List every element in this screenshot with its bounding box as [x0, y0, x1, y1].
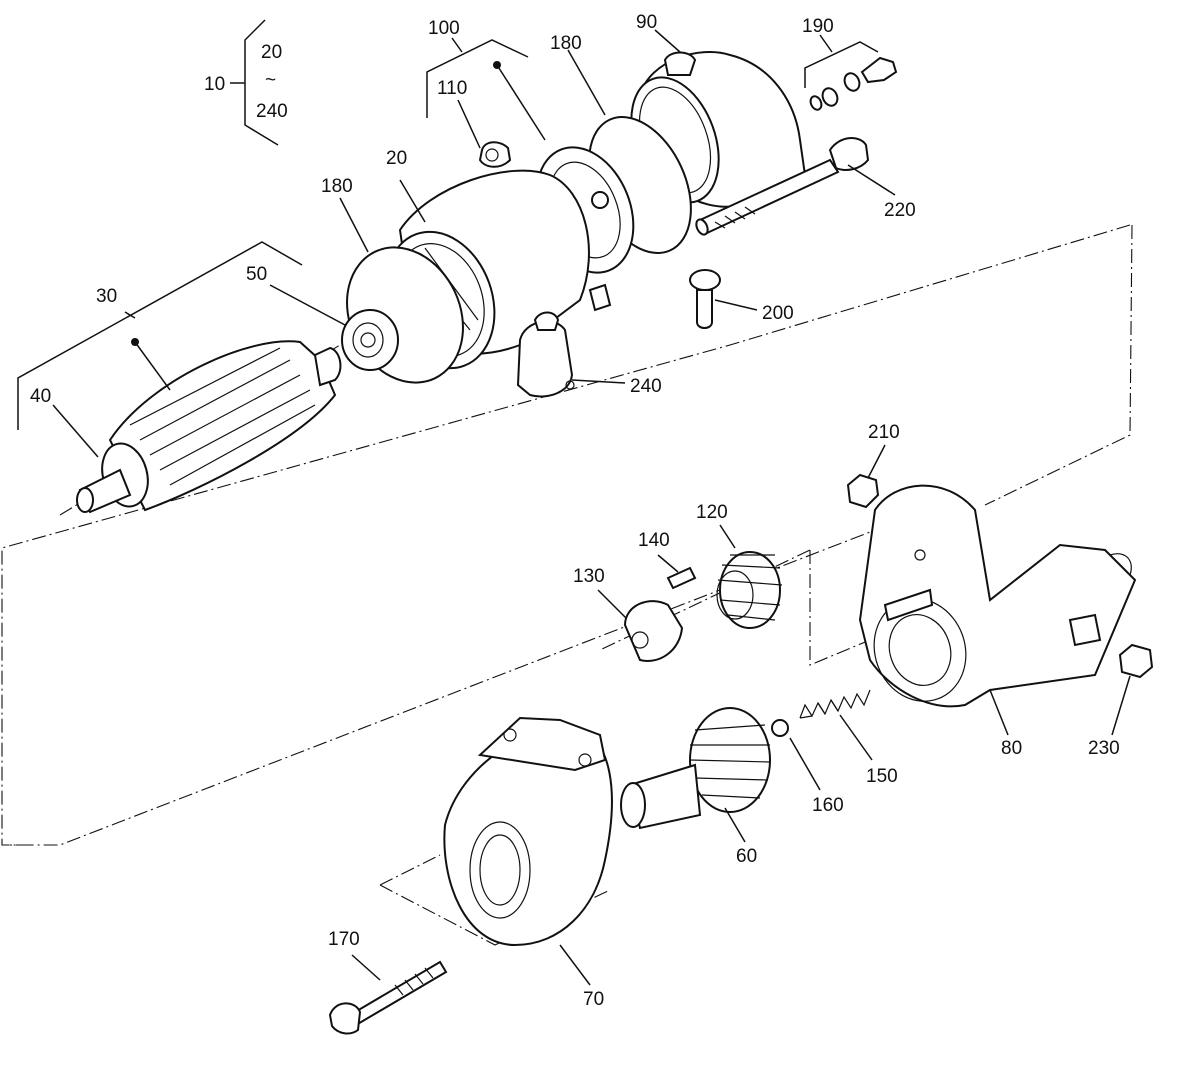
leader-lines	[52, 29, 1131, 986]
label-110: 110	[437, 78, 467, 99]
retainer-part-130	[623, 600, 684, 662]
label-180-left: 180	[321, 176, 353, 197]
bracket-30	[17, 241, 303, 430]
label-150: 150	[866, 766, 898, 787]
bolt-part-170	[328, 960, 448, 1035]
pin-part-140	[666, 566, 697, 590]
assembly-bracket-10	[230, 19, 279, 146]
label-70: 70	[583, 989, 604, 1010]
drive-housing-part-70	[443, 716, 613, 947]
label-100: 100	[428, 18, 460, 39]
label-160: 160	[812, 795, 844, 816]
nut-part-230	[1118, 643, 1154, 679]
range-tilde: ~	[265, 70, 276, 91]
bracket-190	[804, 41, 879, 88]
label-40: 40	[30, 386, 51, 407]
label-60: 60	[736, 846, 757, 867]
housing-part-80	[858, 484, 1137, 708]
bearing-part-50	[341, 309, 399, 371]
label-30: 30	[96, 286, 117, 307]
nut-part-210	[846, 473, 880, 509]
part-labels: 20 ~ 240 10 100 180 90 190 110 20 180 22…	[30, 12, 1120, 1010]
label-230: 230	[1088, 738, 1120, 759]
label-50: 50	[246, 264, 267, 285]
label-130: 130	[573, 566, 605, 587]
brush-part-110	[478, 141, 512, 168]
armature-part-30	[76, 340, 342, 514]
label-20: 20	[386, 148, 407, 169]
terminal-part-240	[516, 311, 575, 398]
screw-washer-part-190	[809, 56, 898, 111]
ball-part-160	[771, 719, 789, 737]
label-10: 10	[204, 74, 225, 95]
label-240: 240	[630, 376, 662, 397]
spring-part-150	[799, 689, 871, 719]
label-210: 210	[868, 422, 900, 443]
label-220: 220	[884, 200, 916, 221]
range-start-label: 20	[261, 42, 282, 63]
label-120: 120	[696, 502, 728, 523]
bracket-100	[426, 39, 529, 118]
label-180-top: 180	[550, 33, 582, 54]
range-end-label: 240	[256, 101, 288, 122]
label-200: 200	[762, 303, 794, 324]
label-90: 90	[636, 12, 657, 33]
through-bolt-part-220	[695, 137, 870, 236]
label-170: 170	[328, 929, 360, 950]
pinion-part-60	[620, 707, 771, 830]
label-80: 80	[1001, 738, 1022, 759]
label-190: 190	[802, 16, 834, 37]
label-140: 140	[638, 530, 670, 551]
pin-part-200	[689, 269, 721, 329]
gear-part-120	[716, 551, 783, 629]
